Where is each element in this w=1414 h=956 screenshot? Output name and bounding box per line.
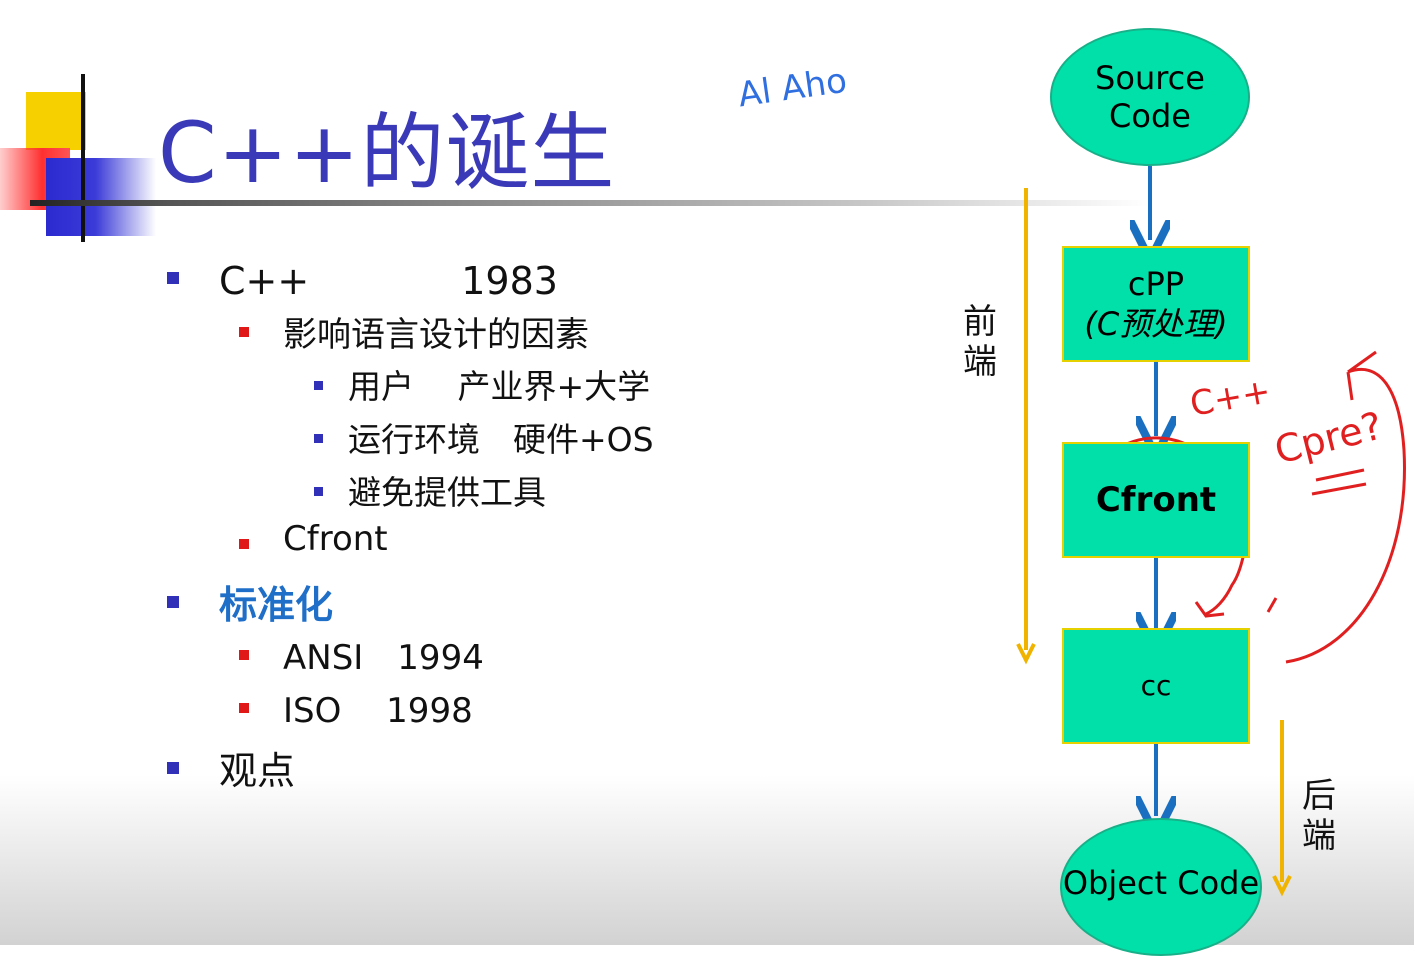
title-underline <box>30 200 1150 206</box>
back-range-arrowhead <box>1272 875 1292 897</box>
back-end-label: 后端 <box>1302 776 1336 856</box>
title-vertical-line <box>81 74 85 242</box>
front-range-arrowhead <box>1016 643 1036 665</box>
cpp-subtitle-label: (C预处理) <box>1084 305 1228 343</box>
bullet-text: 影响语言设计的因素 <box>283 315 589 355</box>
bullet-users: 用户 产业界+大学 <box>314 360 651 408</box>
bullet-text: ANSI 1994 <box>283 638 484 678</box>
bullet-ansi: ANSI 1994 <box>239 630 484 679</box>
bullet-runtime-env: 运行环境 硬件+OS <box>314 413 654 461</box>
cfront-label: Cfront <box>1095 480 1217 520</box>
title-decoration-blue <box>46 158 156 236</box>
bullet-marker <box>167 596 179 608</box>
bullet-text: Cfront <box>283 519 388 559</box>
cc-compiler-node: cc <box>1062 628 1250 744</box>
bullet-text: C++ 1983 <box>219 259 558 303</box>
cc-label: cc <box>1140 669 1172 702</box>
bullet-text: 避免提供工具 <box>348 473 546 512</box>
cpp-preprocessor-node: cPP (C预处理) <box>1062 246 1250 362</box>
bullet-avoid-tools: 避免提供工具 <box>314 466 546 514</box>
source-code-label: Source Code <box>1095 59 1205 135</box>
cpp-label: cPP <box>1127 265 1185 303</box>
slide-title: C++的诞生 <box>158 104 616 202</box>
long-loop-annotation <box>1285 350 1406 664</box>
object-code-node: Object Code <box>1060 818 1262 956</box>
tick-annotation <box>1266 597 1278 613</box>
bullet-text: 观点 <box>219 749 296 793</box>
bullet-marker <box>314 487 323 496</box>
cfront-node: Cfront <box>1062 442 1250 558</box>
bullet-standardization: 标准化 <box>167 574 334 629</box>
title-decoration-yellow <box>26 92 86 150</box>
bullet-text: 运行环境 硬件+OS <box>348 420 654 459</box>
underline-annotation-2 <box>1311 482 1367 496</box>
curved-arrowhead-annotation <box>1194 601 1225 618</box>
bullet-design-factors: 影响语言设计的因素 <box>239 307 589 356</box>
source-code-node: Source Code <box>1050 28 1250 166</box>
bullet-marker <box>167 762 179 774</box>
bullet-cfront: Cfront <box>239 519 388 559</box>
underline-annotation-1 <box>1315 468 1365 482</box>
bullet-text: 标准化 <box>219 583 334 627</box>
bullet-marker <box>239 327 249 337</box>
front-end-label: 前端 <box>963 302 997 382</box>
bullet-marker <box>239 539 249 549</box>
bullet-marker <box>314 381 323 390</box>
bullet-text: ISO 1998 <box>283 691 473 731</box>
bullet-marker <box>314 434 323 443</box>
bullet-marker <box>239 703 249 713</box>
bullet-text: 用户 产业界+大学 <box>348 367 651 406</box>
bullet-marker <box>167 272 179 284</box>
bullet-viewpoint: 观点 <box>167 740 296 795</box>
object-code-label: Object Code <box>1062 864 1260 902</box>
bullet-marker <box>239 650 249 660</box>
bullet-iso: ISO 1998 <box>239 683 473 732</box>
bullet-cpp-1983: C++ 1983 <box>167 250 558 305</box>
